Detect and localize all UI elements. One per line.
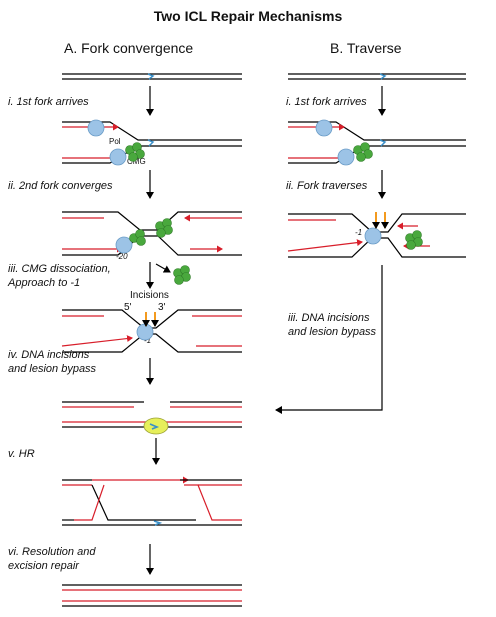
icl-lesion-a1 bbox=[147, 139, 155, 147]
step-a-i: i. 1st fork arrives bbox=[8, 96, 89, 108]
arrow-cmg-release bbox=[155, 263, 171, 273]
step-a-v: v. HR bbox=[8, 448, 35, 460]
cmg-b1 bbox=[353, 142, 373, 162]
cmg-a2-right bbox=[155, 218, 173, 238]
pol-b2 bbox=[364, 227, 382, 245]
icl-remnant bbox=[149, 423, 160, 430]
step-a-vi-line1: vi. Resolution and bbox=[8, 546, 96, 558]
minus1-label: -1 bbox=[144, 336, 152, 345]
icl-remnant-hr bbox=[153, 520, 163, 526]
column-a-heading: A. Fork convergence bbox=[64, 40, 194, 56]
five-prime-label: 5' bbox=[124, 302, 132, 313]
b-fork-1 bbox=[288, 121, 466, 164]
step-a-iii-line2: Approach to -1 bbox=[8, 277, 81, 289]
step-a-iii-line1: iii. CMG dissociation, bbox=[8, 263, 111, 275]
pol-bottom bbox=[109, 148, 127, 166]
a-resolved-duplexes bbox=[62, 584, 242, 607]
icl-lesion-b0 bbox=[379, 73, 387, 80]
b-duplex-start bbox=[288, 73, 466, 80]
pol-a3 bbox=[136, 323, 154, 341]
minus1-b-label: -1 bbox=[355, 228, 363, 237]
pol-top bbox=[87, 119, 105, 137]
cmg-a1 bbox=[125, 142, 145, 162]
step-b-i: i. 1st fork arrives bbox=[286, 96, 367, 108]
step-a-vi-line2: excision repair bbox=[8, 560, 79, 572]
pol-b-top bbox=[315, 119, 333, 137]
icl-lesion-a0 bbox=[147, 73, 155, 80]
cmg-label: CMG bbox=[127, 157, 146, 166]
minus20-label: -20 bbox=[116, 252, 128, 261]
figure-title: Two ICL Repair Mechanisms bbox=[153, 8, 343, 24]
connector-b-to-a bbox=[275, 265, 383, 414]
step-b-iii-line1: iii. DNA incisions bbox=[288, 312, 370, 324]
step-b-iii-line2: and lesion bypass bbox=[288, 326, 377, 338]
three-prime-label: 3' bbox=[158, 302, 166, 313]
a-hr-structure bbox=[62, 476, 242, 526]
a-duplex-start bbox=[62, 73, 242, 80]
pol-label: Pol bbox=[109, 137, 121, 146]
step-a-ii: ii. 2nd fork converges bbox=[8, 180, 113, 192]
pol-b-bottom bbox=[337, 148, 355, 166]
cmg-a2-left bbox=[129, 229, 146, 246]
incisions-label: Incisions bbox=[130, 290, 169, 301]
icl-lesion-b1 bbox=[379, 139, 387, 147]
released-cmg bbox=[173, 265, 191, 285]
step-b-ii: ii. Fork traverses bbox=[286, 180, 368, 192]
pol-a2 bbox=[115, 236, 133, 254]
cmg-b2 bbox=[405, 230, 423, 250]
column-b-heading: B. Traverse bbox=[330, 40, 402, 56]
step-a-iv-line2: and lesion bypass bbox=[8, 363, 97, 375]
a-fork-2 bbox=[62, 211, 242, 256]
